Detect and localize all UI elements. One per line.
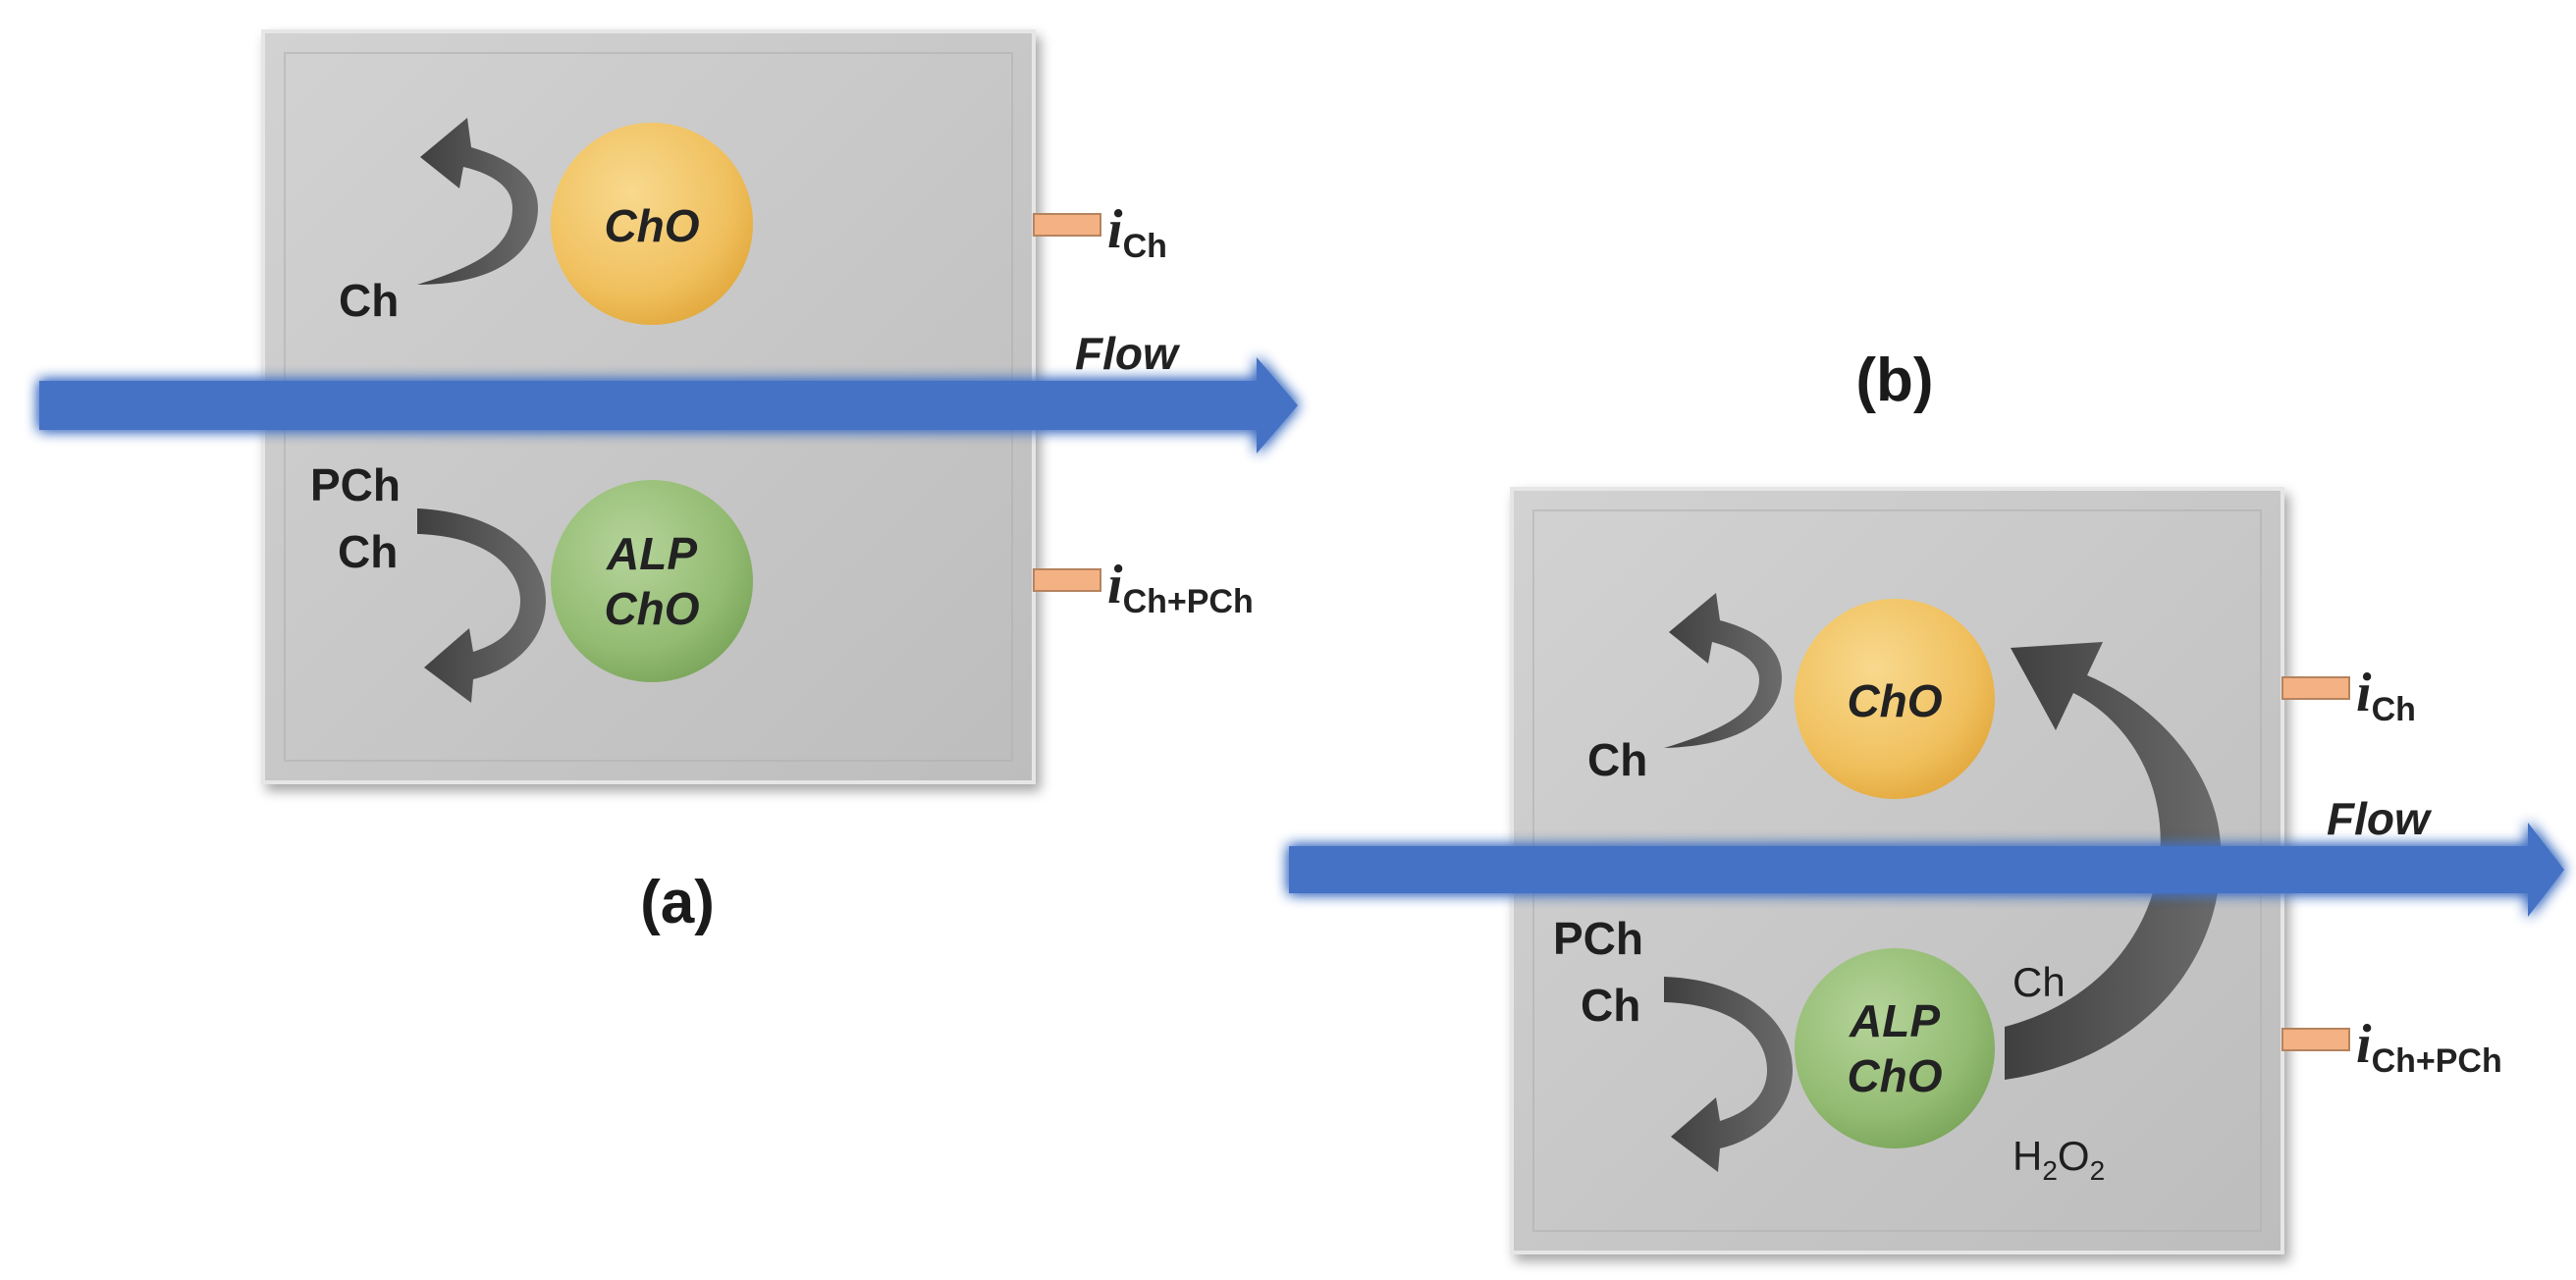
svg-text:ALP: ALP [1849, 995, 1940, 1046]
current-top-b: iCh [2356, 663, 2416, 728]
electrode-top-b [2281, 676, 2350, 700]
substrate-ch-bottom-b: Ch [1581, 980, 1640, 1031]
flow-label-a: Flow [1075, 328, 1181, 379]
panel-label-a: (a) [640, 869, 715, 936]
substrate-ch-bottom-a: Ch [338, 526, 398, 577]
flow-arrow-b [1289, 823, 2564, 917]
svg-text:ALP: ALP [606, 528, 697, 579]
transfer-label-ch-b: Ch [2012, 959, 2066, 1005]
alp-cho-enzyme-a: ALP ChO [551, 480, 753, 682]
flow-label-b: Flow [2327, 793, 2433, 844]
svg-text:ChO: ChO [1847, 675, 1942, 726]
reaction-arrow-bottom-b [1664, 977, 1793, 1172]
svg-text:ChO: ChO [604, 200, 699, 251]
substrate-ch-a: Ch [339, 275, 399, 326]
electrode-top-a [1033, 213, 1101, 237]
panel-a: ChO Ch Flow ALP ChO PCh Ch iCh iCh+PCh (… [39, 29, 1298, 936]
panel-b: ChO Ch Flow ALP ChO PCh Ch Ch H2O2 iCh [1289, 487, 2564, 1254]
current-bottom-a: iCh+PCh [1107, 555, 1254, 620]
cho-enzyme-a: ChO [551, 123, 753, 325]
svg-text:ChO: ChO [604, 583, 699, 634]
panel-label-b: (b) [1855, 347, 1933, 414]
cho-enzyme-b: ChO [1795, 599, 1995, 799]
substrate-pch-b: PCh [1553, 913, 1643, 964]
electrode-bottom-a [1033, 568, 1101, 592]
alp-cho-enzyme-b: ALP ChO [1795, 948, 1995, 1148]
current-bottom-b: iCh+PCh [2356, 1014, 2502, 1080]
reaction-arrow-top-b [1664, 593, 1782, 772]
reaction-arrow-top-a [417, 118, 538, 308]
current-top-a: iCh [1107, 199, 1167, 265]
flow-arrow-a [39, 357, 1298, 453]
substrate-ch-b: Ch [1587, 734, 1647, 785]
transfer-arrow-b [2005, 642, 2222, 1080]
electrode-bottom-b [2281, 1028, 2350, 1051]
svg-text:ChO: ChO [1847, 1050, 1942, 1101]
transfer-label-h2o2-b: H2O2 [2012, 1133, 2105, 1186]
substrate-pch-a: PCh [310, 459, 401, 510]
reaction-arrow-bottom-a [417, 508, 546, 703]
